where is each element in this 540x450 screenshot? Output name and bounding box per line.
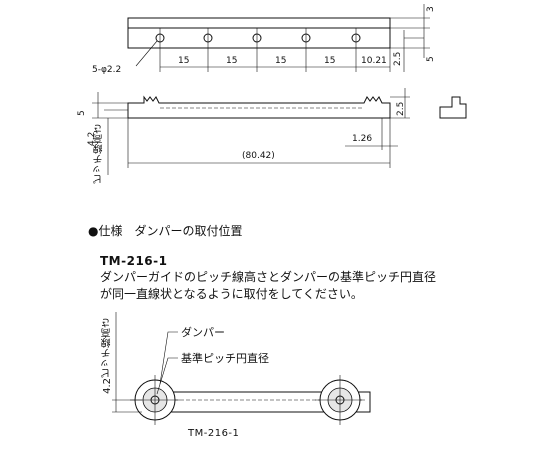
pitch-circle-leader: [156, 357, 178, 395]
flange-thickness-label: 3: [426, 6, 436, 12]
width-label: 5: [426, 56, 436, 62]
pitch-line-height-label: ピッチ線高さ: [94, 124, 105, 184]
damper-guide-profile: [127, 95, 391, 119]
assembly-view: [112, 312, 371, 425]
side-view: 5 4.2 2.5 1.26 (80.42): [77, 88, 410, 175]
hole-callout-leader: [135, 40, 158, 67]
mounting-holes: [155, 28, 391, 72]
description-line-1: ダンパーガイドのピッチ線高さとダンパーの基準ピッチ円直径: [100, 270, 437, 284]
end-dimension-label: 10.21: [361, 56, 387, 66]
offset-label: 1.26: [352, 134, 372, 144]
end-view: [439, 96, 467, 119]
description-line-2: が同一直線状となるように取付をしてください。: [100, 287, 363, 301]
end-view-profile: [439, 96, 467, 119]
top-view: 15 15 15 15 10.21 5-φ2.2 3 2.5 5: [92, 4, 436, 75]
hole-offset-label: 2.5: [393, 52, 403, 66]
pitch-label: 15: [275, 56, 286, 66]
hole-callout: 5-φ2.2: [92, 65, 121, 75]
pitch-label: 15: [178, 56, 189, 66]
pitch-circle-label: 基準ピッチ円直径: [181, 352, 269, 365]
spec-title: ●仕様 ダンパーの取付位置: [88, 224, 243, 238]
model-number: TM-216-1: [100, 254, 168, 268]
right-height-label: 2.5: [396, 102, 406, 116]
left-height-label: 5: [77, 110, 87, 116]
assembly-pitch-height-label: 4.2ピッチ線高さ: [102, 318, 113, 394]
damper-leader: [159, 331, 178, 385]
pitch-height-label: 4.2: [87, 132, 97, 146]
pitch-label: 15: [226, 56, 237, 66]
top-view-flange: [127, 17, 391, 29]
length-label: (80.42): [242, 151, 275, 161]
top-view-body: [127, 27, 391, 49]
pitch-label: 15: [324, 56, 335, 66]
assembly-caption: TM-216-1: [188, 428, 240, 439]
damper-label: ダンパー: [181, 326, 225, 339]
